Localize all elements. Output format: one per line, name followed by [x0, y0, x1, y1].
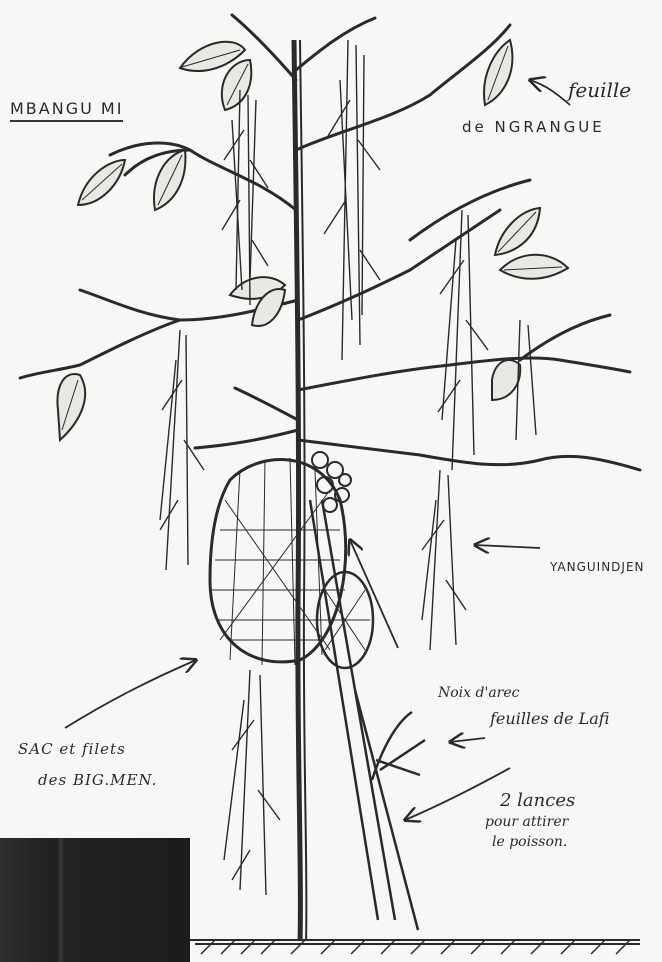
label-lances-line3: le poisson. [492, 833, 575, 853]
label-noix-line1: Noix d'arec [438, 685, 609, 703]
tree-branches [20, 15, 640, 470]
label-yanguindjen: YANGUINDJEN [550, 560, 645, 575]
leaves [57, 40, 568, 440]
big-men-bag [210, 452, 373, 668]
lances [310, 500, 425, 930]
tree-trunk [294, 40, 306, 940]
label-lances-line1: 2 lances [500, 788, 575, 813]
ground-line [190, 940, 640, 954]
label-feuille-line1: feuille [568, 78, 631, 102]
label-sac: SAC et filets des BIG.MEN. [18, 740, 157, 790]
label-feuille-line2: de NGRANGUE [462, 118, 605, 136]
label-feuille: feuille [568, 78, 631, 103]
label-noix: Noix d'arec feuilles de Lafi [438, 685, 609, 729]
label-lances: 2 lances pour attirer le poisson. [500, 788, 575, 852]
label-sac-line1: SAC et filets [18, 740, 157, 759]
label-noix-line2: feuilles de Lafi [490, 709, 609, 729]
label-ngrangue: de NGRANGUE [462, 118, 605, 137]
label-lances-line2: pour attirer [485, 813, 575, 833]
page-title: MBANGU MI [10, 99, 123, 122]
photo-fragment [0, 838, 190, 962]
label-sac-line2: des BIG.MEN. [38, 771, 157, 790]
hanging-fronds [160, 40, 536, 895]
